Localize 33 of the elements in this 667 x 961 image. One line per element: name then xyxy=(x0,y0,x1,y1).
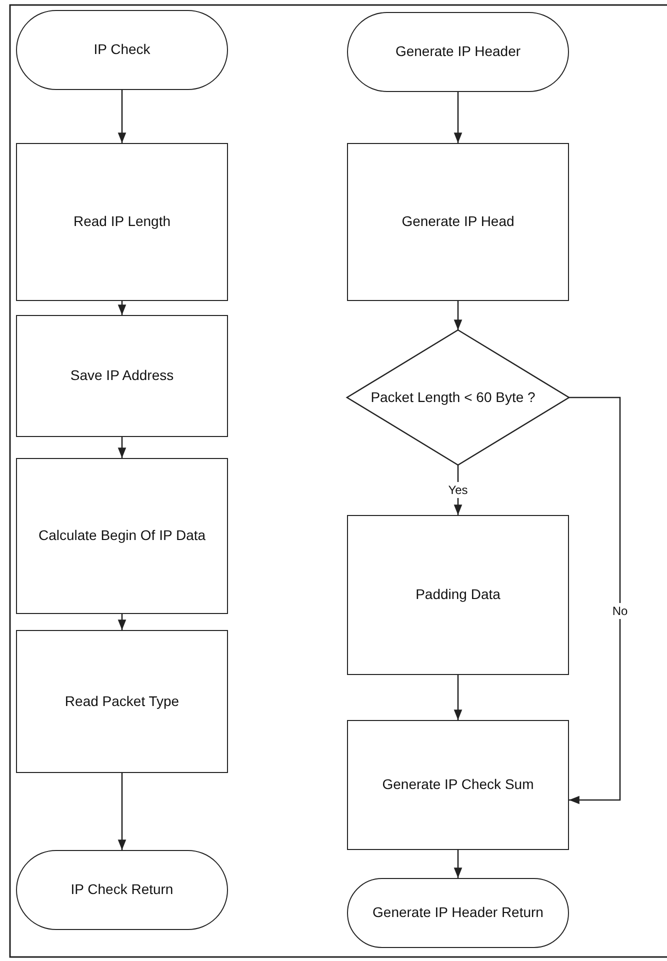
node-text: Read Packet Type xyxy=(64,692,180,710)
node-text: Generate IP Check Sum xyxy=(382,776,534,794)
process-box xyxy=(347,515,569,675)
node-text: Read IP Length xyxy=(73,213,171,231)
edge-label: Yes xyxy=(446,482,470,498)
arrow xyxy=(454,675,462,720)
arrow xyxy=(569,396,621,804)
decision-diamond xyxy=(346,329,570,466)
arrow xyxy=(454,301,462,330)
arrow xyxy=(118,90,126,143)
arrow xyxy=(454,850,462,878)
edge-label: No xyxy=(610,603,630,620)
node-text: IP Check xyxy=(94,41,150,59)
node-text: Calculate Begin Of IP Data xyxy=(38,527,206,545)
node-text: Save IP Address xyxy=(70,367,174,385)
process-box xyxy=(16,458,228,614)
node-text: Generate IP Header Return xyxy=(372,904,544,922)
node-text: Packet Length < 60 Byte ? xyxy=(370,388,536,406)
process-box xyxy=(16,315,228,437)
arrow xyxy=(118,437,126,458)
process-box xyxy=(16,630,228,773)
node-text: Padding Data xyxy=(416,586,500,604)
arrow xyxy=(454,465,462,515)
arrow xyxy=(118,773,126,850)
process-box xyxy=(347,720,569,850)
process-box xyxy=(16,143,228,301)
node-text: IP Check Return xyxy=(70,881,174,899)
process-box xyxy=(347,143,569,301)
node-text: Generate IP Head xyxy=(402,213,514,231)
arrow xyxy=(118,614,126,630)
node-text: Generate IP Header xyxy=(395,43,521,61)
arrow xyxy=(454,92,462,143)
arrow xyxy=(118,301,126,315)
